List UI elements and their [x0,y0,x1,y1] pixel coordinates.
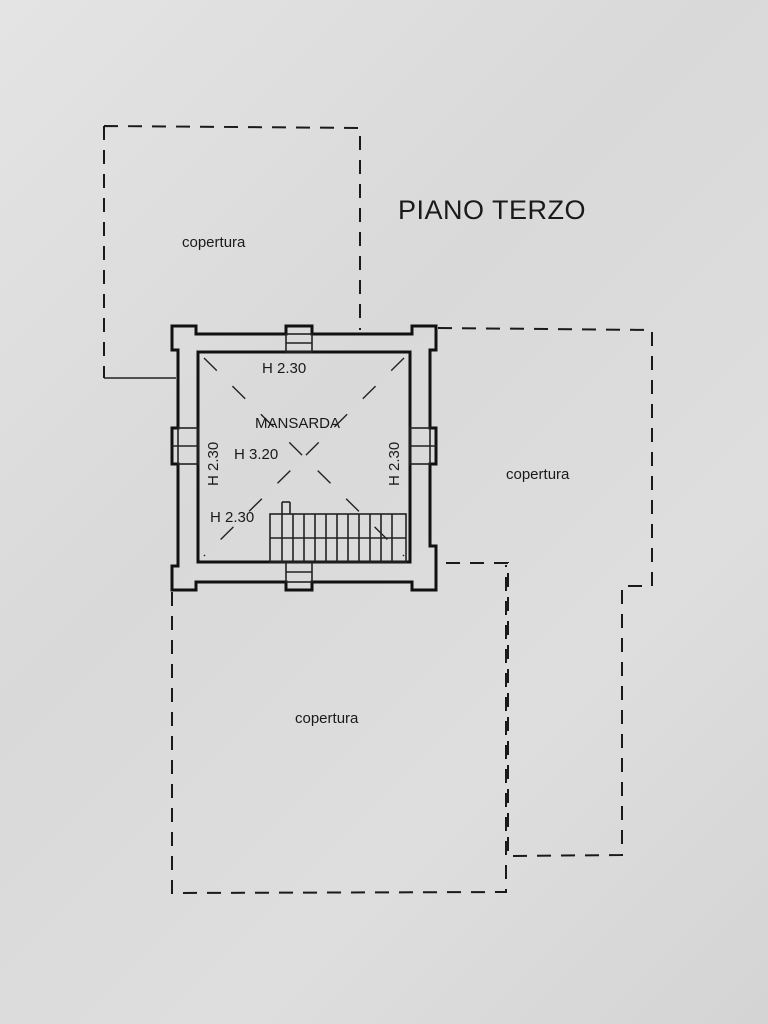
roof-label-top-left: copertura [182,234,246,251]
height-label-right: H 2.30 [386,442,403,486]
roof-outline-top-left [103,125,361,378]
plan-title: PIANO TERZO [398,195,586,225]
roof-label-right: copertura [506,466,570,483]
staircase [269,501,407,563]
roof-outlines [103,125,653,895]
roof-outline-right [437,327,653,858]
height-label-bottom-left: H 2.30 [210,509,254,526]
room-name: MANSARDA [255,415,340,432]
height-label-left: H 2.30 [205,442,222,486]
height-label-top: H 2.30 [262,360,306,377]
roof-hip-lines [203,357,405,557]
roof-label-bottom: copertura [295,710,359,727]
roof-outline-bottom [171,565,507,895]
height-label-center: H 3.20 [234,446,278,463]
